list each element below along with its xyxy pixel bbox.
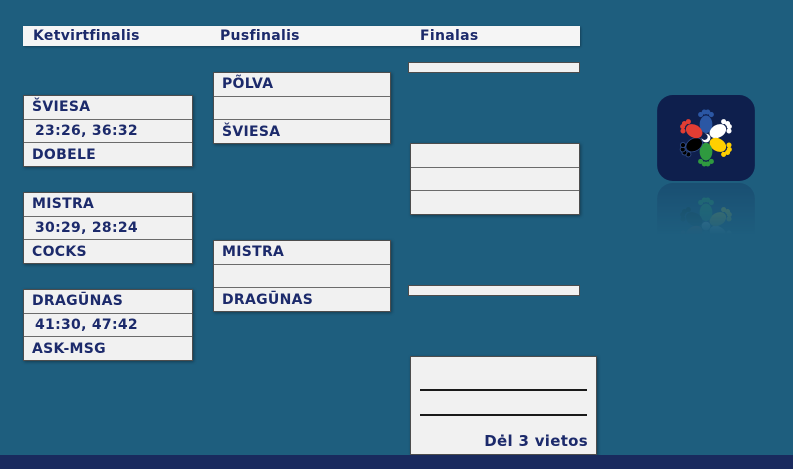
third-place-box: Dėl 3 vietos — [410, 356, 597, 455]
hands-logo-icon — [657, 95, 755, 181]
team-name: DRAGŪNAS — [214, 287, 390, 311]
match-score: 23:26, 36:32 — [24, 118, 192, 143]
quarterfinal-match-1: ŠVIESA 23:26, 36:32 DOBELE — [23, 95, 193, 167]
team-name: ŠVIESA — [214, 119, 390, 143]
team-name: MISTRA — [32, 196, 95, 213]
match-score: 41:30, 47:42 — [24, 312, 192, 337]
blank-line — [420, 414, 587, 416]
bottom-bar — [0, 455, 793, 469]
header-finals: Finalas — [420, 28, 479, 44]
team-name: ASK-MSG — [24, 336, 192, 360]
header-semifinals: Pusfinalis — [220, 28, 300, 44]
header-quarterfinals: Ketvirtfinalis — [33, 28, 140, 44]
logo-reflection — [656, 183, 756, 269]
match-score: 30:29, 28:24 — [24, 215, 192, 240]
team-name: MISTRA — [222, 244, 285, 261]
final-match — [410, 143, 580, 215]
match-score — [411, 166, 579, 191]
team-name — [411, 190, 579, 214]
handball-hands-circle-logo — [656, 95, 756, 181]
team-name: DOBELE — [24, 142, 192, 166]
quarterfinal-match-3: DRAGŪNAS 41:30, 47:42 ASK-MSG — [23, 289, 193, 361]
team-name: PÕLVA — [222, 76, 274, 93]
team-name: COCKS — [24, 239, 192, 263]
finalist-slot-bottom — [408, 285, 580, 296]
finalist-slot-top — [408, 62, 580, 73]
team-name: ŠVIESA — [32, 99, 91, 116]
blank-line — [420, 389, 587, 391]
semifinal-match-2: MISTRA DRAGŪNAS — [213, 240, 391, 312]
team-name — [411, 144, 579, 167]
team-name: DRAGŪNAS — [32, 293, 124, 310]
quarterfinal-match-2: MISTRA 30:29, 28:24 COCKS — [23, 192, 193, 264]
match-score — [214, 263, 390, 288]
third-place-label: Dėl 3 vietos — [484, 432, 588, 450]
bracket-header-strip: Ketvirtfinalis Pusfinalis Finalas — [23, 26, 580, 46]
semifinal-match-1: PÕLVA ŠVIESA — [213, 72, 391, 144]
match-score — [214, 95, 390, 120]
